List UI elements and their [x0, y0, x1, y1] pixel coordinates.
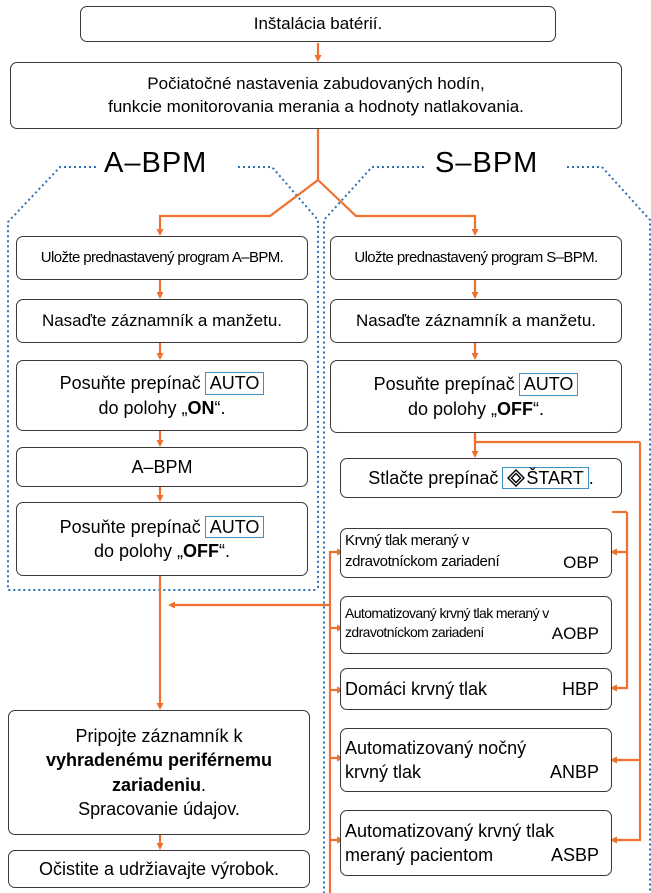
sbpm-store-program: Uložte prednastavený program S–BPM.	[330, 236, 622, 280]
sbpm-slide-off-position: OFF	[497, 398, 534, 419]
sbpm-slide-off-text: Posuňte prepínač	[373, 374, 515, 395]
mode-hbp-code: HBP	[561, 678, 599, 699]
mode-aobp: Automatizovaný krvný tlak meraný v zdrav…	[340, 596, 612, 654]
mode-aobp-line2: zdravotníckom zariadení	[345, 623, 484, 640]
abpm-slide-on-position: ON	[187, 397, 215, 418]
abpm-attach-recorder: Nasaďte záznamník a manžetu.	[16, 299, 308, 343]
abpm-heading: A–BPM	[104, 147, 208, 179]
arrow-split-sbpm	[317, 179, 479, 236]
sbpm-store-program-label: Uložte prednastavený program S–BPM.	[354, 248, 598, 266]
mode-hbp-line1: Domáci krvný tlak	[345, 678, 488, 699]
abpm-slide-off-prefix: do polohy „	[93, 541, 184, 561]
right-return-4	[610, 442, 642, 844]
step-initial-settings-line2: funkcie monitorovania merania a hodnoty …	[108, 96, 524, 116]
step-initial-settings: Počiatočné nastavenia zabudovaných hodín…	[10, 62, 622, 129]
sbpm-slide-off-prefix: do polohy „	[407, 398, 498, 419]
clean-maintain: Očistite a udržiavajte výrobok.	[8, 850, 310, 888]
auto-key-label: AUTO	[518, 373, 579, 396]
abpm-measurement-label: A–BPM	[131, 456, 193, 477]
abpm-slide-off-text: Posuňte prepínač	[59, 516, 201, 537]
start-key: ŠTART	[502, 466, 589, 490]
mode-aobp-code: AOBP	[551, 623, 599, 643]
sbpm-slide-off-suffix: “.	[533, 398, 545, 419]
arrow-split-abpm	[156, 179, 319, 236]
mode-anbp-code: ANBP	[549, 762, 599, 782]
mode-obp: Krvný tlak meraný v zdravotníckom zariad…	[340, 528, 612, 578]
abpm-slide-off-suffix: “.	[219, 541, 231, 561]
abpm-store-program-label: Uložte prednastavený program A–BPM.	[40, 248, 284, 266]
sbpm-attach-recorder-label: Nasaďte záznamník a manžetu.	[355, 310, 597, 330]
sbpm-press-start-suffix: .	[588, 467, 594, 488]
sbpm-press-start: Stlačte prepínač ŠTART .	[340, 458, 622, 498]
abpm-slide-off-position: OFF	[183, 541, 220, 561]
abpm-slide-on-suffix: “.	[214, 397, 226, 418]
auto-key-label: AUTO	[204, 515, 265, 539]
right-return-1	[610, 512, 629, 556]
mode-anbp-line1: Automatizovaný nočný	[345, 737, 527, 758]
step-install-batteries-label: Inštalácia batérií.	[253, 13, 383, 33]
abpm-slide-on-text: Posuňte prepínač	[59, 373, 201, 394]
abpm-store-program: Uložte prednastavený program A–BPM.	[16, 236, 308, 280]
abpm-measurement: A–BPM	[16, 447, 308, 487]
connect-line2: vyhradenému periférnemu	[45, 750, 273, 771]
connect-peripheral: Pripojte záznamník k vyhradenému perifér…	[8, 710, 310, 835]
sbpm-heading: S–BPM	[435, 147, 539, 179]
mode-asbp-line2: meraný pacientom	[345, 845, 494, 865]
right-return-3	[610, 552, 629, 692]
mode-anbp-line2: krvný tlak	[345, 762, 422, 782]
sbpm-press-start-text: Stlačte prepínač	[368, 467, 499, 488]
mode-aobp-line1: Automatizovaný krvný tlak meraný v	[345, 605, 549, 622]
step-install-batteries: Inštalácia batérií.	[80, 6, 556, 42]
sbpm-group-border	[323, 166, 651, 893]
mode-obp-line1: Krvný tlak meraný v	[345, 532, 470, 550]
connect-line1: Pripojte záznamník k	[75, 725, 243, 746]
abpm-attach-recorder-label: Nasaďte záznamník a manžetu.	[41, 310, 283, 330]
mode-asbp-code: ASBP	[550, 845, 599, 865]
mode-hbp: Domáci krvný tlak HBP	[340, 668, 612, 710]
mode-obp-code: OBP	[563, 552, 599, 572]
mode-asbp-line1: Automatizovaný krvný tlak	[345, 820, 555, 841]
connect-line4: Spracovanie údajov.	[78, 798, 240, 819]
sbpm-attach-recorder: Nasaďte záznamník a manžetu.	[330, 299, 622, 343]
abpm-slide-on-prefix: do polohy „	[98, 397, 188, 418]
mode-anbp: Automatizovaný nočný krvný tlak ANBP	[340, 728, 612, 792]
clean-maintain-label: Očistite a udržiavajte výrobok.	[38, 858, 280, 879]
step-initial-settings-line1: Počiatočné nastavenia zabudovaných hodín…	[147, 73, 485, 93]
start-diamond-icon	[507, 468, 526, 487]
abpm-group-border	[7, 166, 319, 591]
mode-asbp: Automatizovaný krvný tlak meraný pacient…	[340, 810, 612, 876]
connect-line3-suffix: .	[201, 774, 207, 795]
start-key-label: ŠTART	[526, 467, 584, 488]
mode-obp-line2: zdravotníckom zariadení	[345, 552, 500, 570]
connect-line3: zariadeniu	[111, 774, 201, 795]
arrow-sbpm-loop-top	[473, 433, 640, 444]
auto-key-label: AUTO	[204, 372, 265, 395]
